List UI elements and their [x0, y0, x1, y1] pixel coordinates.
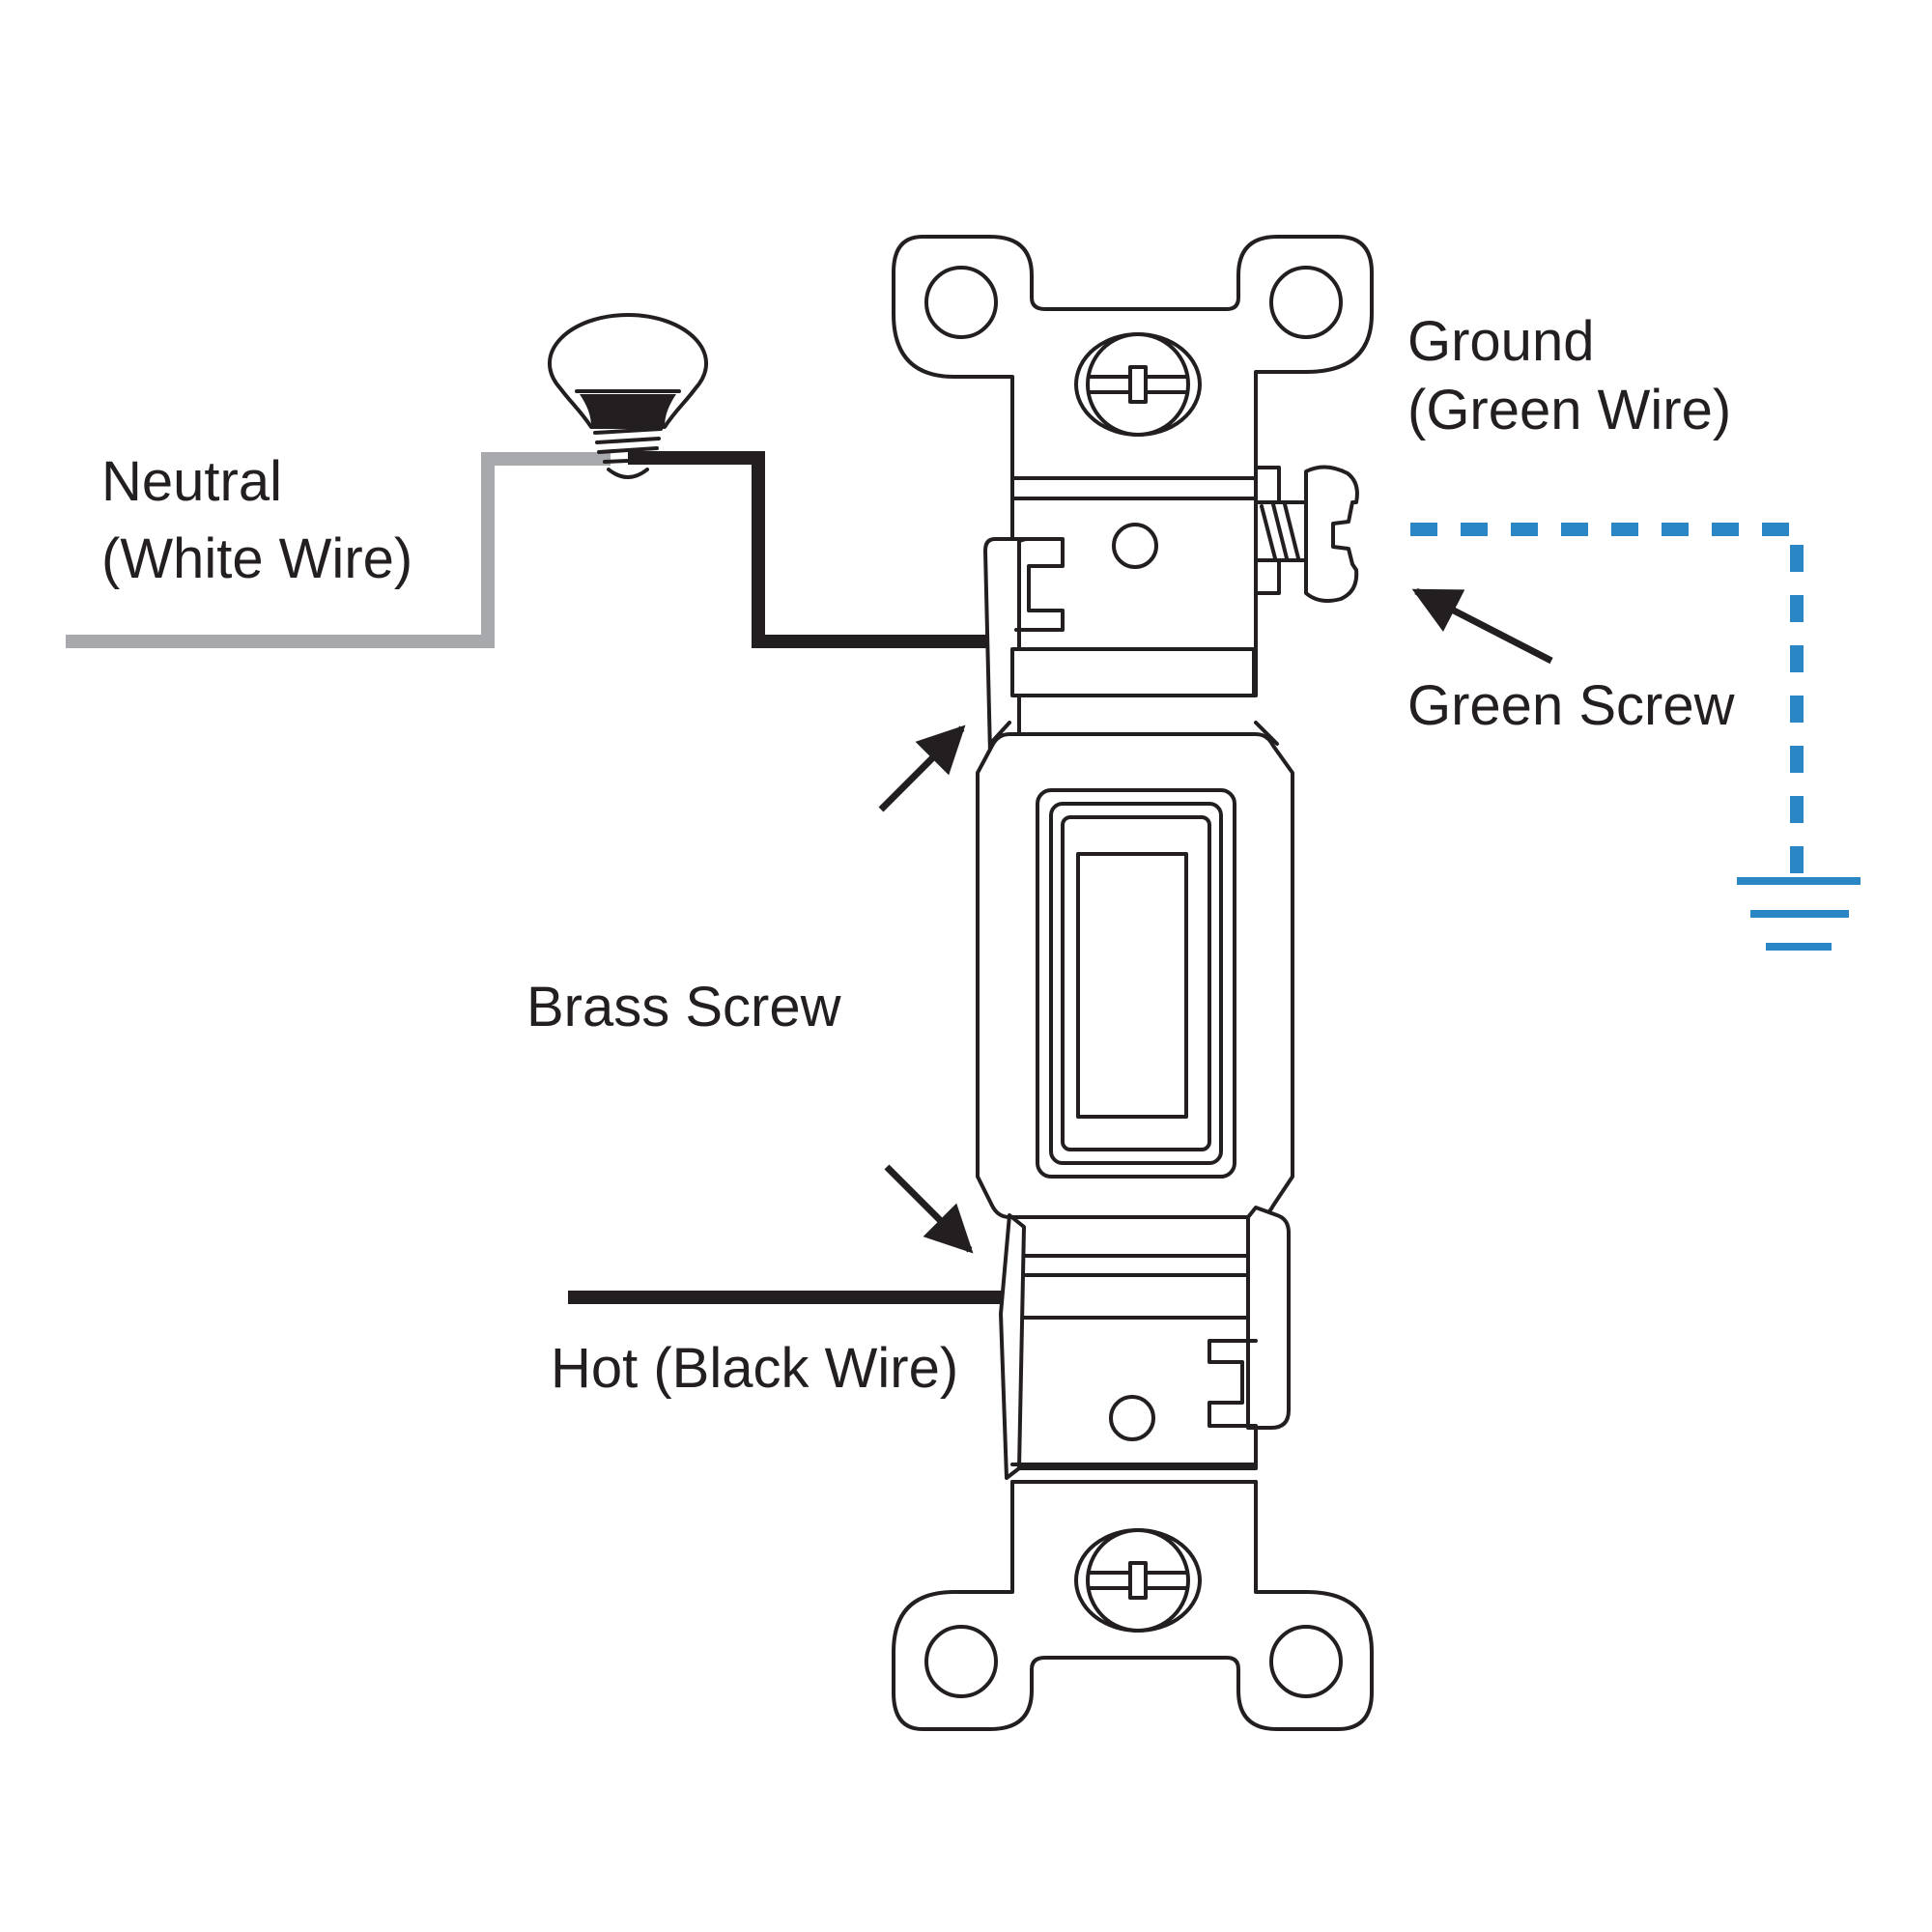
bottom-mounting-screw [1074, 1528, 1202, 1633]
lower-brass-screw [999, 1213, 1026, 1480]
neutral-label-line1: Neutral [101, 450, 282, 513]
bottom-left-mount-hole [924, 1625, 998, 1698]
neutral-wire [66, 452, 611, 648]
ground-wire [1410, 523, 1804, 874]
arrow-icon [878, 724, 966, 812]
lower-rivet [1109, 1395, 1155, 1441]
green-screw-label: Green Screw [1407, 674, 1736, 737]
light-bulb-icon [547, 313, 709, 479]
neutral-label-line2: (White Wire) [101, 527, 412, 590]
arrow-icon [1411, 587, 1553, 665]
top-left-mount-hole [924, 266, 998, 339]
bottom-right-mount-hole [1269, 1625, 1343, 1698]
top-mounting-screw [1074, 332, 1202, 437]
hot-label: Hot (Black Wire) [551, 1337, 958, 1400]
switched-hot-wire [628, 451, 995, 648]
top-right-mount-hole [1269, 266, 1343, 339]
brass-screw-label: Brass Screw [526, 976, 842, 1038]
ground-label-line2: (Green Wire) [1407, 379, 1731, 441]
arrow-icon [884, 1164, 974, 1254]
ground-label-line1: Ground [1407, 310, 1594, 373]
ground-symbol-icon [1737, 877, 1861, 951]
toggle-lever [1076, 852, 1188, 1119]
upper-rivet [1112, 523, 1158, 569]
light-switch [892, 235, 1374, 1731]
green-screw [1254, 465, 1359, 603]
